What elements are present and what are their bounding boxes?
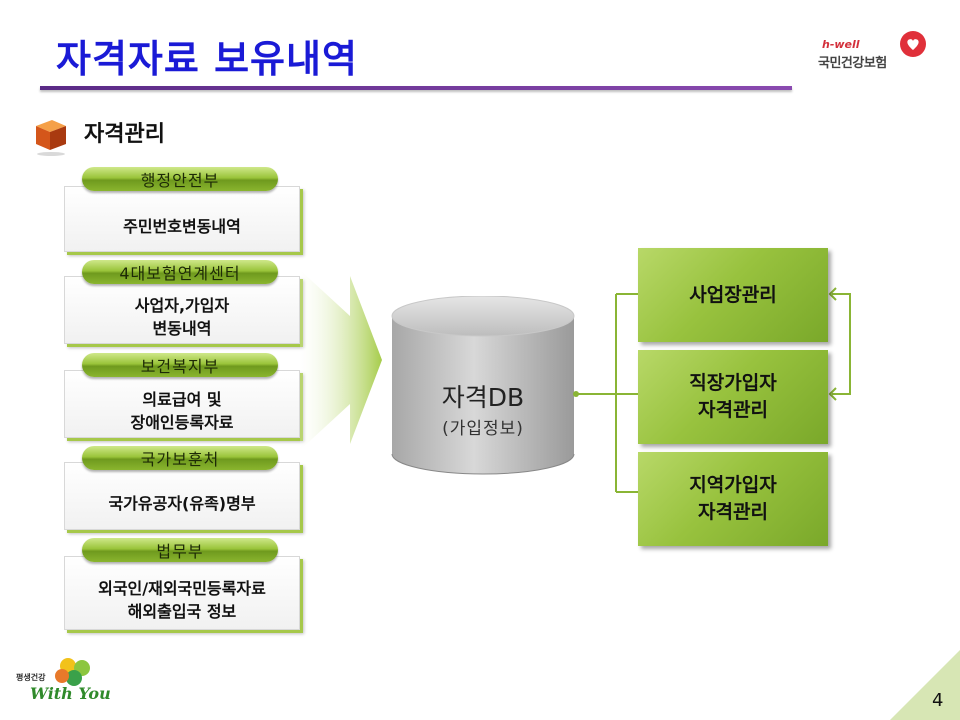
footer-logo-korean: 평생건강 bbox=[16, 673, 46, 682]
source-text: 국가유공자(유족)명부 bbox=[108, 493, 256, 513]
source-box-veterans: 국가유공자(유족)명부 bbox=[64, 462, 300, 530]
brand-english: h-well bbox=[822, 38, 860, 51]
source-text: 주민번호변동내역 bbox=[123, 216, 241, 236]
database-title: 자격DB bbox=[441, 383, 525, 412]
source-box-insurance-center: 사업자,가입자 변동내역 bbox=[64, 276, 300, 344]
source-box-justice: 외국인/재외국민등록자료 해외출입국 정보 bbox=[64, 556, 300, 630]
database-cylinder bbox=[391, 296, 575, 475]
source-text: 의료급여 및 장애인등록자료 bbox=[130, 390, 234, 432]
source-tab-veterans: 국가보훈처 bbox=[82, 446, 278, 470]
flow-arrow bbox=[300, 270, 382, 450]
source-tab-insurance-center: 4대보험연계센터 bbox=[82, 260, 278, 284]
brand-logo: h-well 국민건강보험 bbox=[812, 30, 932, 74]
source-text: 사업자,가입자 변동내역 bbox=[134, 296, 230, 338]
title-underline bbox=[40, 86, 792, 90]
footer-logo-english: With You bbox=[30, 684, 111, 703]
target-text: 사업장관리 bbox=[689, 283, 777, 306]
source-text: 외국인/재외국민등록자료 해외출입국 정보 bbox=[98, 579, 266, 621]
target-text: 지역가입자 자격관리 bbox=[689, 474, 777, 523]
heart-icon bbox=[900, 31, 926, 57]
section-title: 자격관리 bbox=[84, 122, 165, 147]
cube-icon bbox=[36, 120, 66, 156]
target-box-regional: 지역가입자 자격관리 bbox=[638, 452, 828, 546]
source-box-mois: 주민번호변동내역 bbox=[64, 186, 300, 252]
target-box-employee: 직장가입자 자격관리 bbox=[638, 350, 828, 444]
source-tab-justice: 법무부 bbox=[82, 538, 278, 562]
target-box-workplace: 사업장관리 bbox=[638, 248, 828, 342]
source-tab-mois: 행정안전부 bbox=[82, 167, 278, 191]
page-number: 4 bbox=[932, 690, 944, 711]
source-tab-welfare: 보건복지부 bbox=[82, 353, 278, 377]
source-box-welfare: 의료급여 및 장애인등록자료 bbox=[64, 370, 300, 438]
brand-korean: 국민건강보험 bbox=[818, 56, 887, 71]
connector-lines bbox=[573, 287, 851, 493]
page-title: 자격자료 보유내역 bbox=[56, 37, 358, 81]
corner-decoration bbox=[890, 650, 960, 720]
database-subtitle: (가입정보) bbox=[442, 419, 524, 439]
clover-logo-icon bbox=[55, 658, 90, 686]
target-text: 직장가입자 자격관리 bbox=[689, 372, 777, 421]
